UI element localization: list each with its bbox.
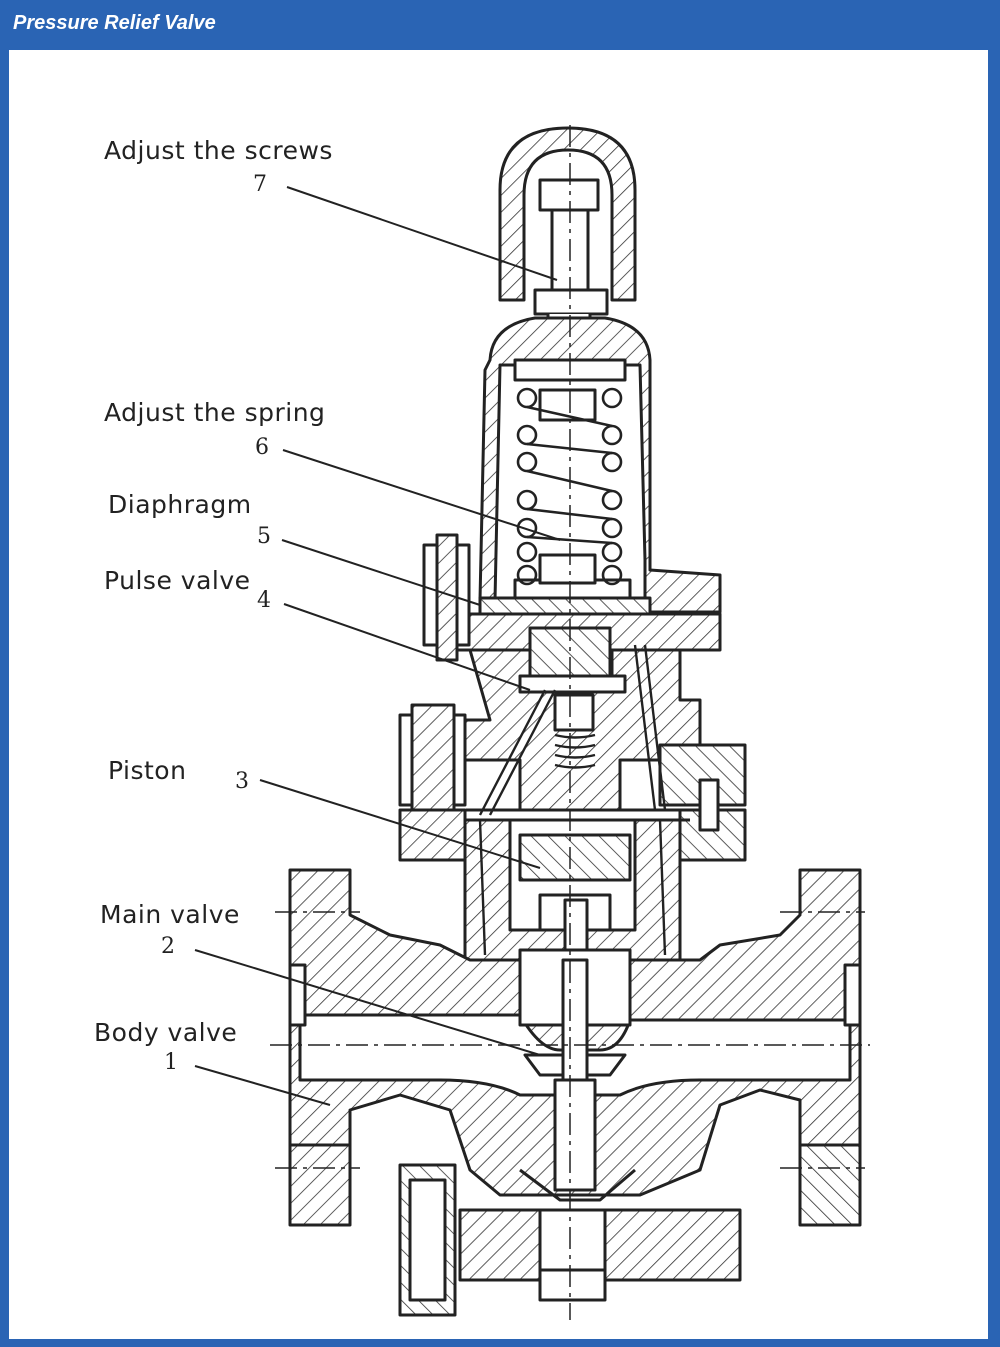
callout-number-4: 4 [257, 588, 271, 613]
pulse-valve-disc [518, 674, 627, 694]
diagram-panel: Adjust the screws 7 Adjust the spring 6 … [9, 50, 988, 1339]
spring-coils [516, 387, 623, 586]
valve-cross-section-drawing [194, 125, 870, 1320]
title-bar: Pressure Relief Valve [0, 0, 1000, 50]
callout-number-6: 6 [255, 435, 269, 460]
adjust-screw-head [538, 178, 600, 212]
callout-number-3: 3 [235, 769, 249, 794]
leader-lines [194, 186, 561, 1106]
spring-housing [478, 316, 722, 614]
callout-label-body-valve: Body valve [94, 1018, 238, 1047]
callout-number-5: 5 [257, 524, 271, 549]
pulse-spring [554, 733, 596, 769]
callout-label-piston: Piston [108, 756, 187, 785]
piston [518, 833, 632, 882]
page-title: Pressure Relief Valve [13, 12, 216, 34]
bonnet-cap [498, 126, 637, 302]
callout-number-1: 1 [164, 1050, 178, 1075]
callout-number-7: 7 [253, 172, 267, 197]
callout-label-pulse-valve: Pulse valve [104, 566, 251, 595]
lock-nut [533, 288, 609, 316]
callout-label-adjust-screws: Adjust the screws [104, 136, 333, 165]
diaphragm [478, 596, 652, 616]
callout-number-2: 2 [161, 934, 175, 959]
callout-label-diaphragm: Diaphragm [108, 490, 252, 519]
callout-label-main-valve: Main valve [100, 900, 240, 929]
callout-label-adjust-spring: Adjust the spring [104, 398, 326, 427]
center-lines [270, 125, 870, 1320]
